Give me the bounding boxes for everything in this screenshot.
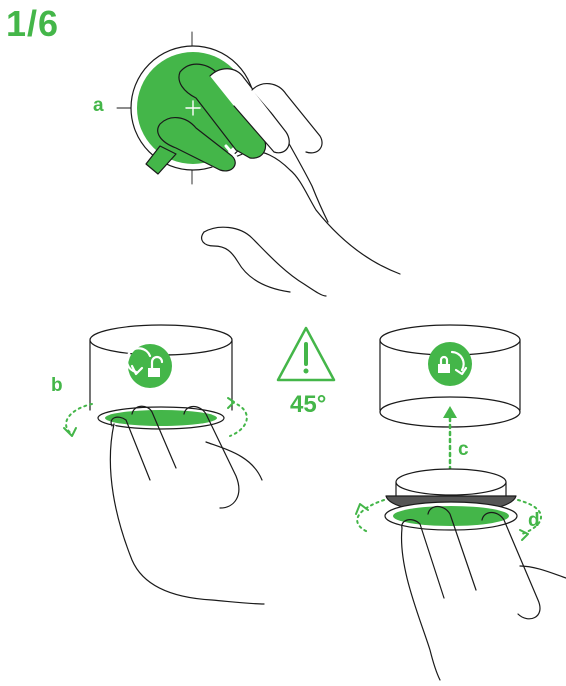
detector-cone-top — [396, 469, 506, 495]
panel-cd-twist-lock — [356, 325, 566, 680]
hand-b-thumb-line — [206, 442, 262, 480]
rotate-arrow-right-head — [228, 398, 234, 408]
panel-a-press-device — [117, 32, 400, 296]
hand-cd-palm-outline — [402, 528, 440, 680]
rotation-angle-label: 45° — [290, 393, 326, 417]
warning-sign — [278, 328, 334, 380]
rotate-arrow-left — [66, 404, 92, 434]
label-b: b — [51, 376, 63, 395]
label-c: c — [458, 440, 469, 459]
panel-b-twist-unlock — [64, 325, 264, 604]
padlock-body — [148, 368, 160, 377]
label-a: a — [93, 96, 104, 115]
padlock-body — [438, 364, 450, 373]
unlock-icon-badge — [128, 344, 172, 388]
step-indicator: 1/6 — [6, 6, 59, 42]
hand-cd-thumb-line — [520, 566, 566, 578]
exclamation-dot — [304, 369, 309, 374]
label-d: d — [528, 511, 540, 530]
hand-b-palm-outline — [110, 424, 264, 604]
rotate-arrow-right-head — [520, 530, 528, 540]
